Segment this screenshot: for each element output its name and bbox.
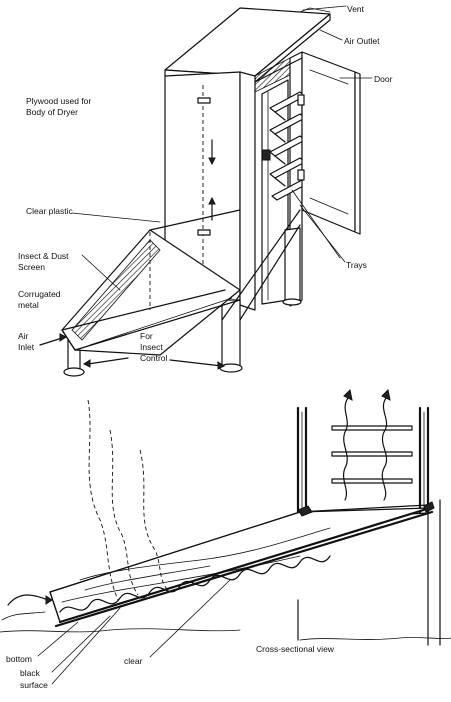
label-clear: clear	[124, 656, 143, 666]
label-insect-control-3: Control	[140, 353, 168, 363]
warm-air-flow	[79, 388, 391, 591]
label-black-surface-1: black	[20, 668, 41, 678]
label-air-inlet-1: Air	[18, 331, 29, 341]
label-insect-control-1: For	[140, 331, 153, 341]
label-clear-plastic: Clear plastic	[26, 206, 74, 216]
label-trays: Trays	[346, 260, 367, 270]
lower-labels: Cross-sectional view bottom clear black …	[6, 644, 335, 690]
label-air-outlet: Air Outlet	[344, 36, 380, 46]
label-black-surface-2: surface	[20, 680, 48, 690]
label-insect-control-2: Insect	[140, 342, 163, 352]
ground	[0, 628, 451, 641]
label-plywood-2: Body of Dryer	[26, 107, 78, 117]
air-inlet-arrows	[39, 333, 225, 370]
label-insect-screen-2: Screen	[18, 262, 45, 272]
solar-collector-box	[61, 209, 241, 356]
section-collector	[49, 501, 435, 628]
label-door: Door	[374, 74, 393, 84]
cabinet-legs	[219, 209, 302, 373]
dryer-cabinet-illustration: Vent Air Outlet Door Plywood used for Bo…	[18, 4, 393, 377]
cabinet-section	[296, 406, 441, 646]
inlet-air-swirl	[1, 594, 53, 621]
drying-trays	[261, 91, 308, 201]
upper-labels: Vent Air Outlet Door Plywood used for Bo…	[18, 4, 393, 363]
label-cross-sectional-view: Cross-sectional view	[256, 644, 335, 654]
collector-legs	[63, 339, 85, 377]
leader-lines-lower	[37, 579, 231, 685]
label-plywood-1: Plywood used for	[26, 96, 91, 106]
label-air-inlet-2: Inlet	[18, 342, 35, 352]
sun-rays	[87, 399, 169, 601]
label-vent: Vent	[347, 4, 365, 14]
leader-lines-upper	[71, 5, 373, 291]
label-corrugated-2: metal	[18, 300, 39, 310]
label-corrugated-1: Corrugated	[18, 289, 61, 299]
section-trays	[331, 425, 413, 484]
cross-section-illustration: Cross-sectional view bottom clear black …	[0, 388, 451, 690]
label-bottom: bottom	[6, 654, 32, 664]
cabinet-door	[297, 51, 361, 235]
label-insect-screen-1: Insect & Dust	[18, 251, 69, 261]
